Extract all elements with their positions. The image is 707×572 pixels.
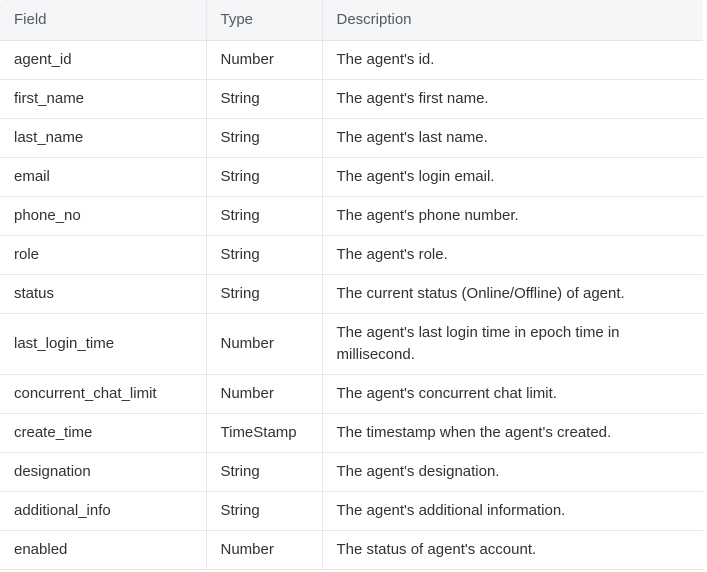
table-row: designation String The agent's designati… — [0, 452, 703, 492]
table-row: concurrent_chat_limit Number The agent's… — [0, 374, 703, 414]
table-row: email String The agent's login email. — [0, 157, 703, 197]
table-row: status String The current status (Online… — [0, 274, 703, 314]
type-cell: Number — [205, 40, 322, 80]
description-cell: The agent's last login time in epoch tim… — [321, 313, 703, 375]
type-cell: String — [205, 235, 322, 275]
description-cell: The agent's additional information. — [321, 491, 703, 531]
description-cell: The agent's designation. — [321, 452, 703, 492]
field-cell: enabled — [0, 530, 206, 570]
type-cell: TimeStamp — [205, 413, 322, 453]
type-cell: String — [205, 157, 322, 197]
description-cell: The agent's login email. — [321, 157, 703, 197]
table-row: phone_no String The agent's phone number… — [0, 196, 703, 236]
type-cell: Number — [205, 313, 322, 375]
type-cell: String — [205, 196, 322, 236]
table-header: Field Type Description — [0, 0, 703, 41]
description-cell: The agent's concurrent chat limit. — [321, 374, 703, 414]
field-cell: create_time — [0, 413, 206, 453]
table-row: last_login_time Number The agent's last … — [0, 313, 703, 375]
table-row: create_time TimeStamp The timestamp when… — [0, 413, 703, 453]
field-cell: status — [0, 274, 206, 314]
type-cell: String — [205, 452, 322, 492]
header-description: Description — [321, 0, 703, 41]
field-cell: last_name — [0, 118, 206, 158]
description-cell: The timestamp when the agent's created. — [321, 413, 703, 453]
field-cell: role — [0, 235, 206, 275]
field-cell: first_name — [0, 79, 206, 119]
field-cell: additional_info — [0, 491, 206, 531]
description-cell: The agent's phone number. — [321, 196, 703, 236]
type-cell: String — [205, 274, 322, 314]
type-cell: String — [205, 118, 322, 158]
header-row: Field Type Description — [0, 0, 703, 41]
field-cell: designation — [0, 452, 206, 492]
table-row: last_name String The agent's last name. — [0, 118, 703, 158]
description-cell: The status of agent's account. — [321, 530, 703, 570]
type-cell: Number — [205, 374, 322, 414]
table-row: enabled Number The status of agent's acc… — [0, 530, 703, 570]
type-cell: String — [205, 79, 322, 119]
field-cell: concurrent_chat_limit — [0, 374, 206, 414]
field-cell: email — [0, 157, 206, 197]
table-row: role String The agent's role. — [0, 235, 703, 275]
description-cell: The agent's last name. — [321, 118, 703, 158]
table-row: agent_id Number The agent's id. — [0, 40, 703, 80]
field-cell: last_login_time — [0, 313, 206, 375]
type-cell: String — [205, 491, 322, 531]
description-cell: The agent's first name. — [321, 79, 703, 119]
header-field: Field — [0, 0, 206, 41]
header-type: Type — [205, 0, 322, 41]
description-cell: The current status (Online/Offline) of a… — [321, 274, 703, 314]
table-body: agent_id Number The agent's id. first_na… — [0, 40, 703, 570]
table-row: additional_info String The agent's addit… — [0, 491, 703, 531]
description-cell: The agent's role. — [321, 235, 703, 275]
field-cell: phone_no — [0, 196, 206, 236]
table-row: first_name String The agent's first name… — [0, 79, 703, 119]
description-cell: The agent's id. — [321, 40, 703, 80]
field-cell: agent_id — [0, 40, 206, 80]
type-cell: Number — [205, 530, 322, 570]
